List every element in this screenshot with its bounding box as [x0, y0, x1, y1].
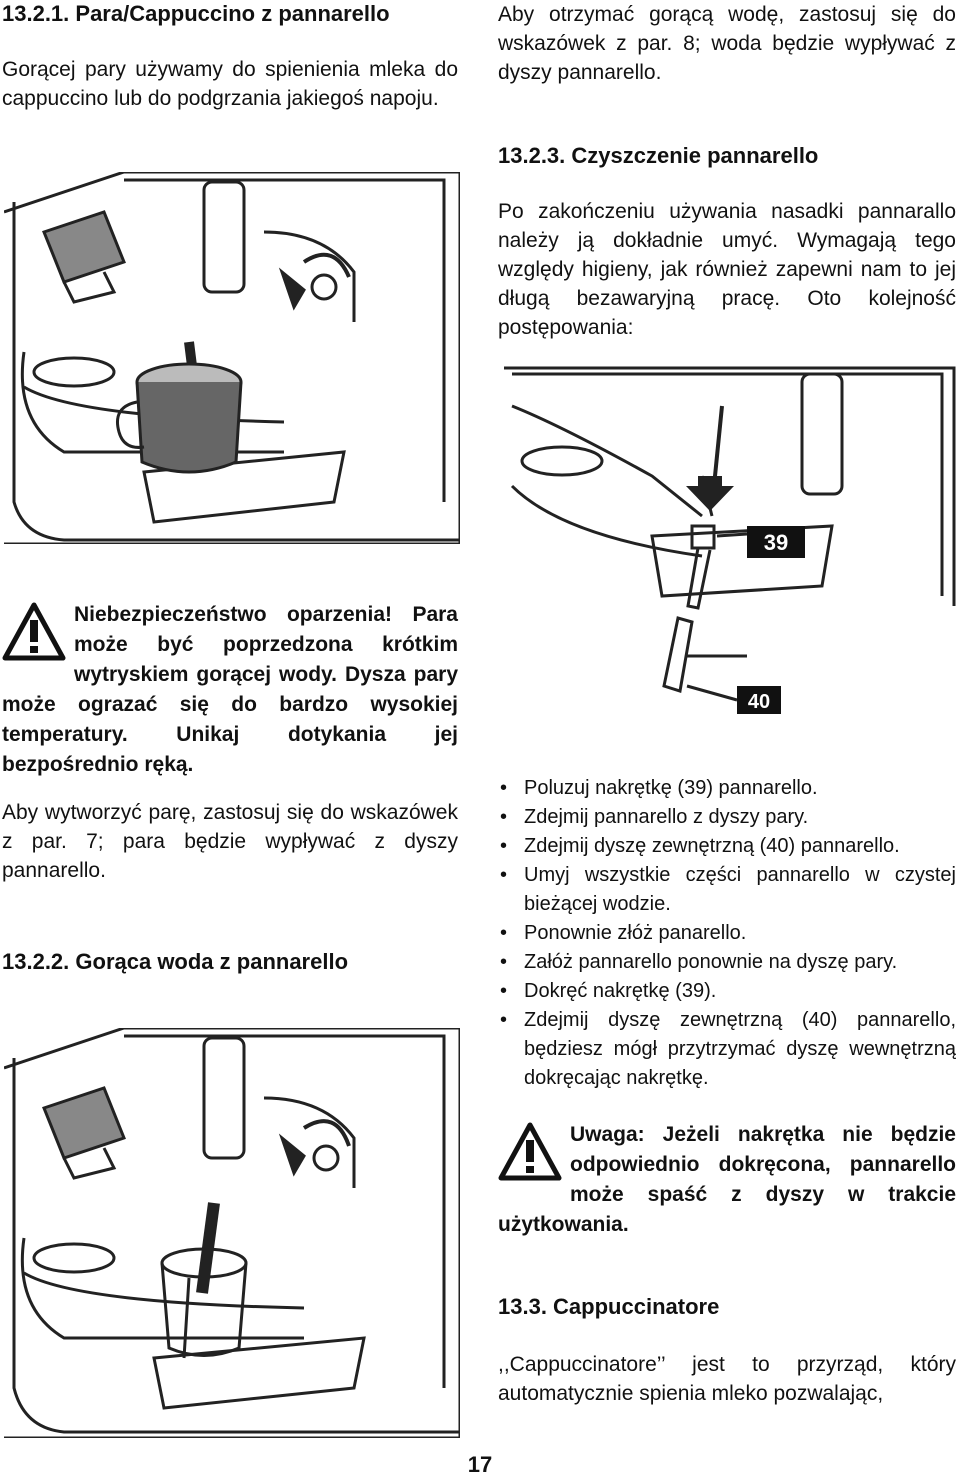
part-label-40: 40: [748, 691, 770, 713]
steam-intro-text: Gorącej pary używamy do spienienia mleka…: [2, 58, 458, 110]
section-heading-steam: 13.2.1. Para/Cappuccino z pannarello: [2, 1, 390, 26]
burn-warning: Niebezpieczeństwo oparzenia! Para może b…: [2, 600, 458, 780]
steam-cup-illustration: [4, 172, 460, 544]
figure-hot-water: [4, 1028, 460, 1438]
warning-title: Niebezpieczeństwo oparzenia!: [74, 603, 393, 626]
cleaning-intro-text: Po zakończeniu używania nasadki pannaral…: [498, 200, 956, 339]
steam-instruction-text: Aby wytworzyć parę, zastosuj się do wska…: [2, 801, 458, 882]
figure-pannarello-parts: 39 40: [502, 366, 956, 760]
caution-note: Uwaga: Jeżeli nakrętka nie będzie odpowi…: [498, 1120, 956, 1240]
caution-note-text: Uwaga: Jeżeli nakrętka nie będzie odpowi…: [498, 1123, 956, 1236]
list-item: Umyj wszystkie części pannarello w czyst…: [498, 861, 956, 919]
cappuccinatore-intro-text: ,,Cappuccinatore’’ jest to przyrząd, któ…: [498, 1353, 956, 1405]
cleaning-steps-list: Poluzuj nakrętkę (39) pannarello. Zdejmi…: [498, 774, 956, 1093]
part-label-39: 39: [764, 530, 788, 555]
list-item: Dokręć nakrętkę (39).: [498, 977, 956, 1006]
warning-triangle-icon: [498, 1122, 562, 1181]
figure-steam-cup: [4, 172, 460, 544]
hot-water-instruction-text: Aby otrzymać gorącą wodę, zastosuj się d…: [498, 3, 956, 84]
warning-text: Para może być poprzedzona krótkim wytrys…: [2, 603, 458, 776]
list-item: Zdejmij dyszę zewnętrzną (40) pannarello…: [498, 1006, 956, 1093]
pannarello-parts-illustration: 39 40: [504, 366, 956, 714]
list-item: Załóż pannarello ponownie na dyszę pary.: [498, 948, 956, 977]
section-heading-cappuccinatore: 13.3. Cappuccinatore: [498, 1294, 720, 1319]
section-heading-hot-water: 13.2.2. Gorąca woda z pannarello: [2, 949, 349, 974]
list-item: Ponownie złóż panarello.: [498, 919, 956, 948]
list-item: Poluzuj nakrętkę (39) pannarello.: [498, 774, 956, 803]
list-item: Zdejmij pannarello z dyszy pary.: [498, 803, 956, 832]
section-heading-cleaning: 13.2.3. Czyszczenie pannarello: [498, 143, 819, 168]
page-number: 17: [467, 1452, 493, 1477]
list-item: Zdejmij dyszę zewnętrzną (40) pannarello…: [498, 832, 956, 861]
warning-triangle-icon: [2, 602, 66, 661]
hot-water-illustration: [4, 1028, 460, 1438]
